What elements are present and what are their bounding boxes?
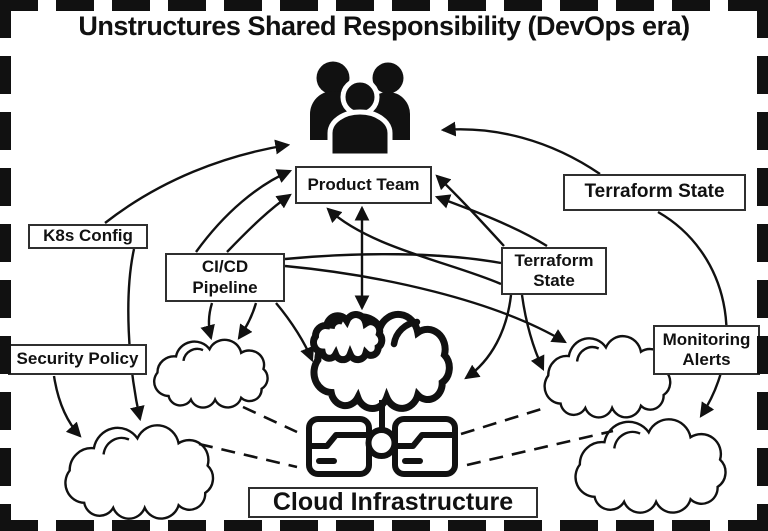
node-cicd-line2: Pipeline xyxy=(192,277,258,297)
dash-blcloud-folder xyxy=(198,442,298,469)
edge-tftop-to-brcloud xyxy=(657,210,728,418)
node-security-policy: Security Policy xyxy=(8,344,147,375)
cloud-bottom-left xyxy=(63,423,215,521)
cloud-small-left xyxy=(153,338,269,409)
cloud-right-middle xyxy=(543,334,672,419)
node-monitoring-line2: Alerts xyxy=(682,350,731,369)
diagram-title: Unstructures Shared Responsibility (DevO… xyxy=(78,11,690,41)
dash-folder-brcloud xyxy=(466,429,614,467)
edge-security-to-blcloud xyxy=(52,375,82,438)
edge-cicd-to-rightcloud xyxy=(284,264,567,344)
cloud-bottom-right xyxy=(574,417,728,515)
edge-tfc-to-centercloud xyxy=(464,294,513,380)
node-security-policy-label: Security Policy xyxy=(16,349,139,369)
edge-arrows xyxy=(52,121,728,438)
node-terraform-center-line1: Terraform xyxy=(514,250,594,270)
edge-cicd-to-smallcloud-1 xyxy=(200,302,215,341)
dash-folder-rightcloud xyxy=(460,405,549,436)
dash-smallcloud-folder xyxy=(242,405,298,434)
connector-node xyxy=(365,427,398,459)
edge-cicd-to-tfc xyxy=(284,252,502,265)
edge-cicd-to-smallcloud-2 xyxy=(237,302,258,340)
node-monitoring-line1: Monitoring xyxy=(662,329,751,349)
node-product-team-label: Product Team xyxy=(307,174,420,194)
node-cicd-pipeline: CI/CD Pipeline xyxy=(165,253,285,302)
edge-cicd-to-product-1 xyxy=(195,169,293,253)
node-product-team: Product Team xyxy=(295,166,432,204)
node-terraform-state-top-label: Terraform State xyxy=(584,181,725,203)
node-cloud-infrastructure: Cloud Infrastructure xyxy=(248,487,538,518)
node-cicd-line1: CI/CD xyxy=(201,257,249,277)
edge-cicd-to-product-2 xyxy=(226,193,292,253)
edge-tftop-to-team xyxy=(440,121,601,175)
node-terraform-state-center: Terraform State xyxy=(501,247,607,295)
edge-cicd-to-centercloud xyxy=(275,302,315,363)
cloud-with-folders-icon xyxy=(309,314,455,474)
edge-tfc-to-rightcloud xyxy=(520,294,545,372)
node-monitoring-alerts: Monitoring Alerts xyxy=(653,325,760,375)
team-people-icon xyxy=(310,61,410,159)
edge-tfc-to-product-2 xyxy=(434,194,548,248)
edge-tfc-to-product-3 xyxy=(326,207,502,286)
folder-left-icon xyxy=(309,419,369,474)
node-cloud-infrastructure-label: Cloud Infrastructure xyxy=(272,487,514,516)
dashed-links xyxy=(198,405,614,469)
node-k8s-config: K8s Config xyxy=(28,224,148,249)
edge-k8s-to-blcloud xyxy=(127,248,145,422)
big-cloud-puff xyxy=(314,315,382,360)
node-terraform-center-line2: State xyxy=(533,271,575,290)
node-k8s-config-label: K8s Config xyxy=(43,226,133,246)
folder-right-icon xyxy=(395,419,455,474)
big-cloud-swoosh xyxy=(390,318,421,348)
node-terraform-state-top: Terraform State xyxy=(563,174,746,211)
edge-k8s-to-team xyxy=(104,139,291,224)
